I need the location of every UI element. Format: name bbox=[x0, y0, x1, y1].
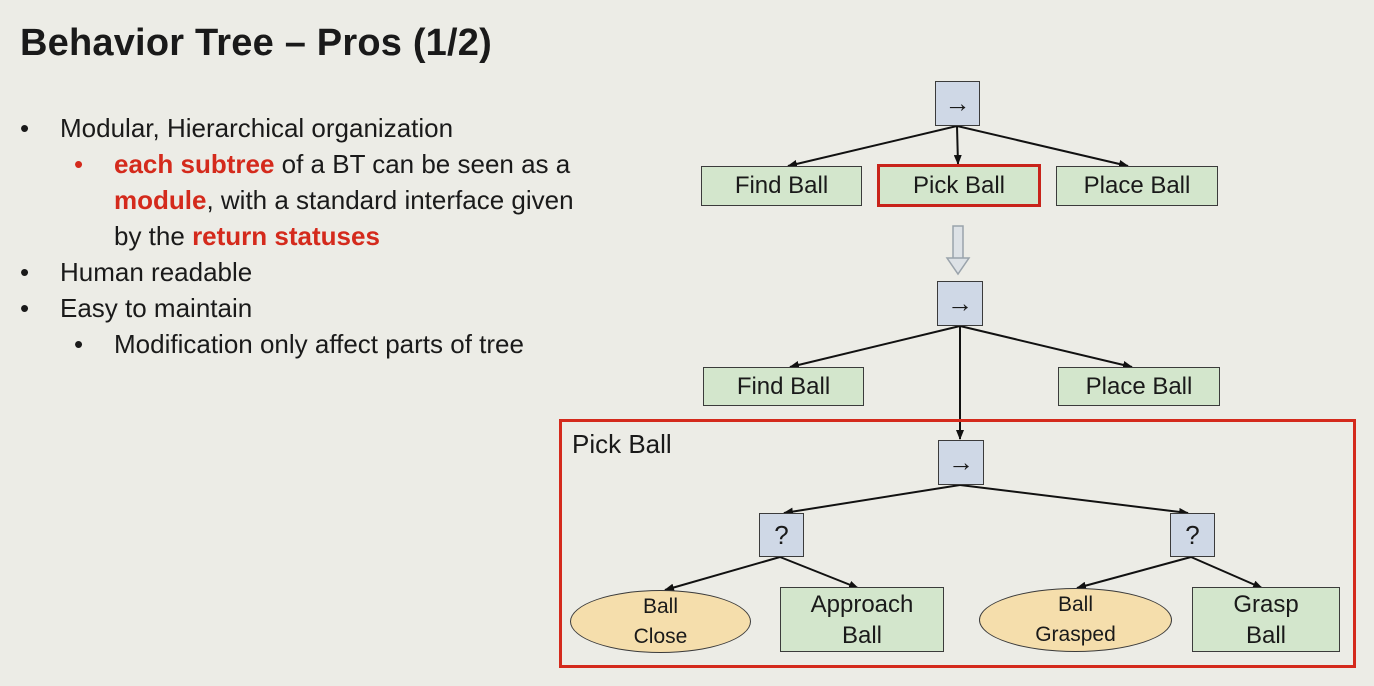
bullet-easy-maintain: Easy to maintain bbox=[60, 293, 253, 323]
action-line: Ball bbox=[1245, 621, 1286, 649]
action-line: Approach bbox=[810, 590, 914, 618]
action-line: Ball bbox=[841, 621, 883, 649]
emphasis-module: module bbox=[114, 185, 207, 215]
edge-ball-close bbox=[664, 556, 781, 592]
bullet-marker: • bbox=[20, 257, 30, 287]
edge-ball-grasped bbox=[1076, 556, 1192, 590]
bullet-marker: • bbox=[20, 293, 30, 323]
top-place-ball-node: Place Ball bbox=[1056, 166, 1218, 206]
bottom-place-ball-node: Place Ball bbox=[1058, 367, 1220, 406]
edge-subtree-fallback-right bbox=[959, 484, 1189, 516]
sub-bullet-subtree-line2: module, with a standard interface given bbox=[114, 182, 574, 218]
sub-bullet-marker: • bbox=[74, 149, 84, 179]
text-by-the: by the bbox=[114, 221, 193, 251]
edge-approach-ball bbox=[779, 556, 859, 589]
pick-ball-subtree-frame bbox=[559, 419, 1356, 668]
sub-bullet-subtree-line3: by the return statuses bbox=[114, 218, 380, 254]
top-find-ball-node: Find Ball bbox=[701, 166, 862, 206]
condition-line: Close bbox=[633, 624, 688, 648]
emphasis-each-subtree: each subtree bbox=[114, 149, 275, 179]
pick-ball-subtree-label: Pick Ball bbox=[572, 429, 672, 459]
subtree-sequence-node: → bbox=[938, 440, 984, 485]
sub-bullet-subtree-line1: each subtree of a BT can be seen as a bbox=[114, 146, 570, 182]
fallback-left-node: ? bbox=[759, 513, 804, 557]
edge-top-pickball bbox=[953, 125, 962, 165]
condition-line: Ball bbox=[1057, 593, 1093, 616]
transition-arrow-icon bbox=[945, 225, 971, 276]
emphasis-return-statuses: return statuses bbox=[192, 221, 380, 251]
bullet-marker: • bbox=[20, 113, 30, 143]
text-seen-as: of a BT can be seen as a bbox=[274, 149, 571, 179]
bullet-human-readable: Human readable bbox=[60, 257, 253, 287]
top-pick-ball-node-highlighted: Pick Ball bbox=[877, 164, 1041, 207]
bullet-modular: Modular, Hierarchical organization bbox=[60, 113, 454, 143]
slide-title: Behavior Tree – Pros (1/2) bbox=[20, 22, 492, 64]
condition-line: Ball bbox=[642, 594, 678, 618]
sub-bullet-marker: • bbox=[74, 329, 84, 359]
edge-subtree-fallback-left bbox=[783, 484, 961, 516]
edge-grasp-ball bbox=[1190, 556, 1263, 589]
edge-bottom-placeball bbox=[959, 325, 1133, 369]
edge-top-placeball bbox=[956, 125, 1129, 168]
bottom-sequence-node: → bbox=[937, 281, 983, 326]
text-standard-interface: , with a standard interface given bbox=[206, 185, 574, 215]
edge-bottom-findball bbox=[789, 325, 961, 369]
action-line: Grasp bbox=[1233, 590, 1299, 618]
sub-bullet-modification: Modification only affect parts of tree bbox=[114, 329, 524, 359]
bottom-find-ball-node: Find Ball bbox=[703, 367, 864, 406]
edge-top-findball bbox=[787, 125, 958, 168]
fallback-right-node: ? bbox=[1170, 513, 1215, 557]
condition-line: Grasped bbox=[1035, 623, 1116, 646]
top-sequence-node: → bbox=[935, 81, 980, 126]
